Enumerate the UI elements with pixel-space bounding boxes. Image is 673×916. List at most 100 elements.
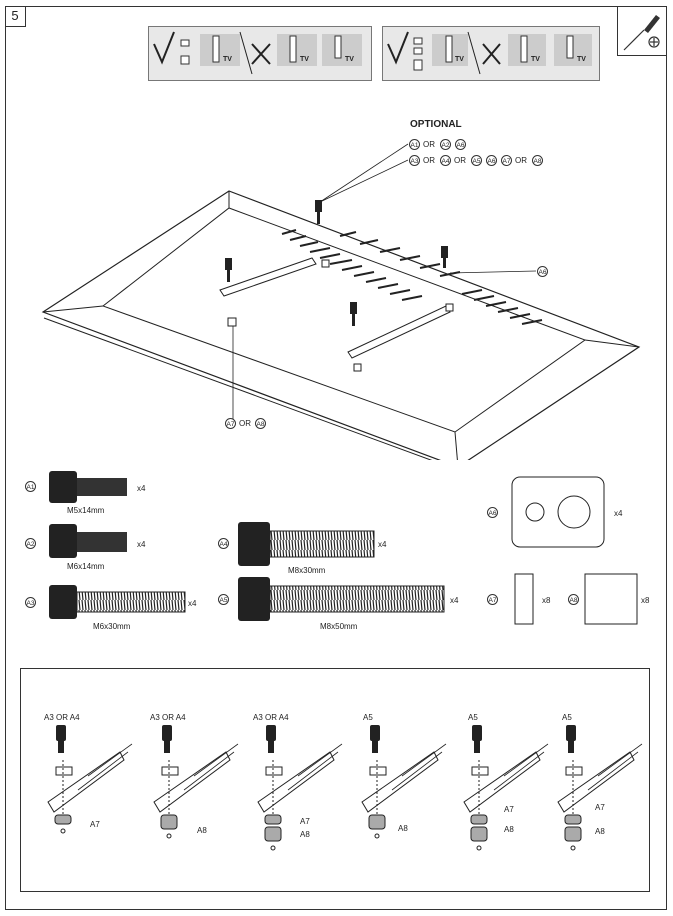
part-a7-qty: x8 [542,596,551,605]
parts-illustrations [49,471,638,625]
spacer-a7 [470,814,488,825]
bracket-edge [391,743,447,791]
config-2-bolt: A3 OR A4 [150,713,186,722]
callout-a7: A7 [501,155,512,166]
or-text: OR [515,156,527,165]
config-6-spacer-a7: A7 [595,803,605,812]
callout-a3: A3 [409,155,420,166]
bracket-edge [77,743,133,791]
bolt-shaft [372,741,378,753]
part-a3-qty: x4 [188,599,197,608]
part-a4-qty: x4 [378,540,387,549]
tv-label-2: TV [300,56,309,63]
config-3-spacer-a7: A7 [300,817,310,826]
cross-icon [251,43,271,65]
spacer-a7 [564,814,582,825]
bracket-edge [287,743,343,791]
tv-label-4: TV [455,56,464,63]
tv-back-illustration [41,143,641,460]
part-a7-id: A7 [487,594,498,605]
tv-label-5: TV [531,56,540,63]
callout-a4: A4 [440,155,451,166]
callout-a2: A2 [440,139,451,150]
part-a4-id: A4 [218,538,229,549]
callout-a7-bottom: A7 [225,418,236,429]
bolt-shaft [268,741,274,753]
washer-plate [471,766,489,776]
tv-label-1: TV [223,56,232,63]
bracket-edge [183,743,239,791]
bolt-head [566,725,576,741]
screwdriver-tool-box [617,6,667,56]
spacer-a7 [54,814,72,825]
bolt-head [56,725,66,741]
bolt-head [370,725,380,741]
screwdriver-icon [623,15,660,51]
bolt-head [472,725,482,741]
part-a1-size: M5x14mm [67,506,105,515]
tv-label-3: TV [345,56,354,63]
config-6-spacer-a8: A8 [595,827,605,836]
config-5-spacer-a8: A8 [504,825,514,834]
part-a5-qty: x4 [450,596,459,605]
callout-a6: A6 [486,155,497,166]
part-a2-qty: x4 [137,540,146,549]
bolt-shaft [568,741,574,753]
config-6-bolt: A5 [562,713,572,722]
config-1-bolt: A3 OR A4 [44,713,80,722]
config-4-bolt: A5 [363,713,373,722]
spacer-end-icon [166,833,172,839]
callout-a8-bottom: A8 [255,418,266,429]
washer-plate [565,766,583,776]
spacer-end-icon [60,828,66,834]
callout-a6-side: A6 [537,266,548,277]
config-4-spacer: A8 [398,824,408,833]
step-number: 5 [5,6,26,27]
bracket [557,751,635,813]
bracket [361,751,439,813]
bolt-head [162,725,172,741]
spacer-a8 [470,826,488,842]
part-a5-size: M8x50mm [320,622,358,631]
spacer-a7 [264,814,282,825]
part-a6-id: A6 [487,507,498,518]
part-a4-size: M8x30mm [288,566,326,575]
spacer-end-icon [270,845,276,851]
bracket [153,751,231,813]
or-text: OR [239,419,251,428]
part-a8-qty: x8 [641,596,650,605]
part-a5-id: A5 [218,594,229,605]
spacer-a8 [564,826,582,842]
optional-label: OPTIONAL [410,119,462,130]
bolt-shaft [58,741,64,753]
checkmark-icon [153,31,175,65]
spacer-a8 [264,826,282,842]
spacer-a8 [368,814,386,830]
spacer-end-icon [476,845,482,851]
bracket [47,751,125,813]
bracket-edge [493,743,549,791]
spacer-a8 [160,814,178,830]
spacer-configurations-panel [20,668,650,892]
instruction-icons [153,31,592,75]
bracket-edge [587,743,643,791]
part-a2-id: A2 [25,538,36,549]
bolt-a1-head [49,471,77,503]
config-3-spacer-a8: A8 [300,830,310,839]
part-a2-size: M6x14mm [67,562,105,571]
spacer-end-icon [374,833,380,839]
page-frame [5,6,667,910]
bracket [257,751,335,813]
bracket [463,751,541,813]
washer-plate [265,766,283,776]
part-a6-qty: x4 [614,509,623,518]
part-a3-size: M6x30mm [93,622,131,631]
callout-a1: A1 [409,139,420,150]
config-5-spacer-a7: A7 [504,805,514,814]
washer-plate [161,766,179,776]
spacer-end-icon [570,845,576,851]
or-text: OR [423,140,435,149]
config-1-spacer: A7 [90,820,100,829]
washer-plate [55,766,73,776]
